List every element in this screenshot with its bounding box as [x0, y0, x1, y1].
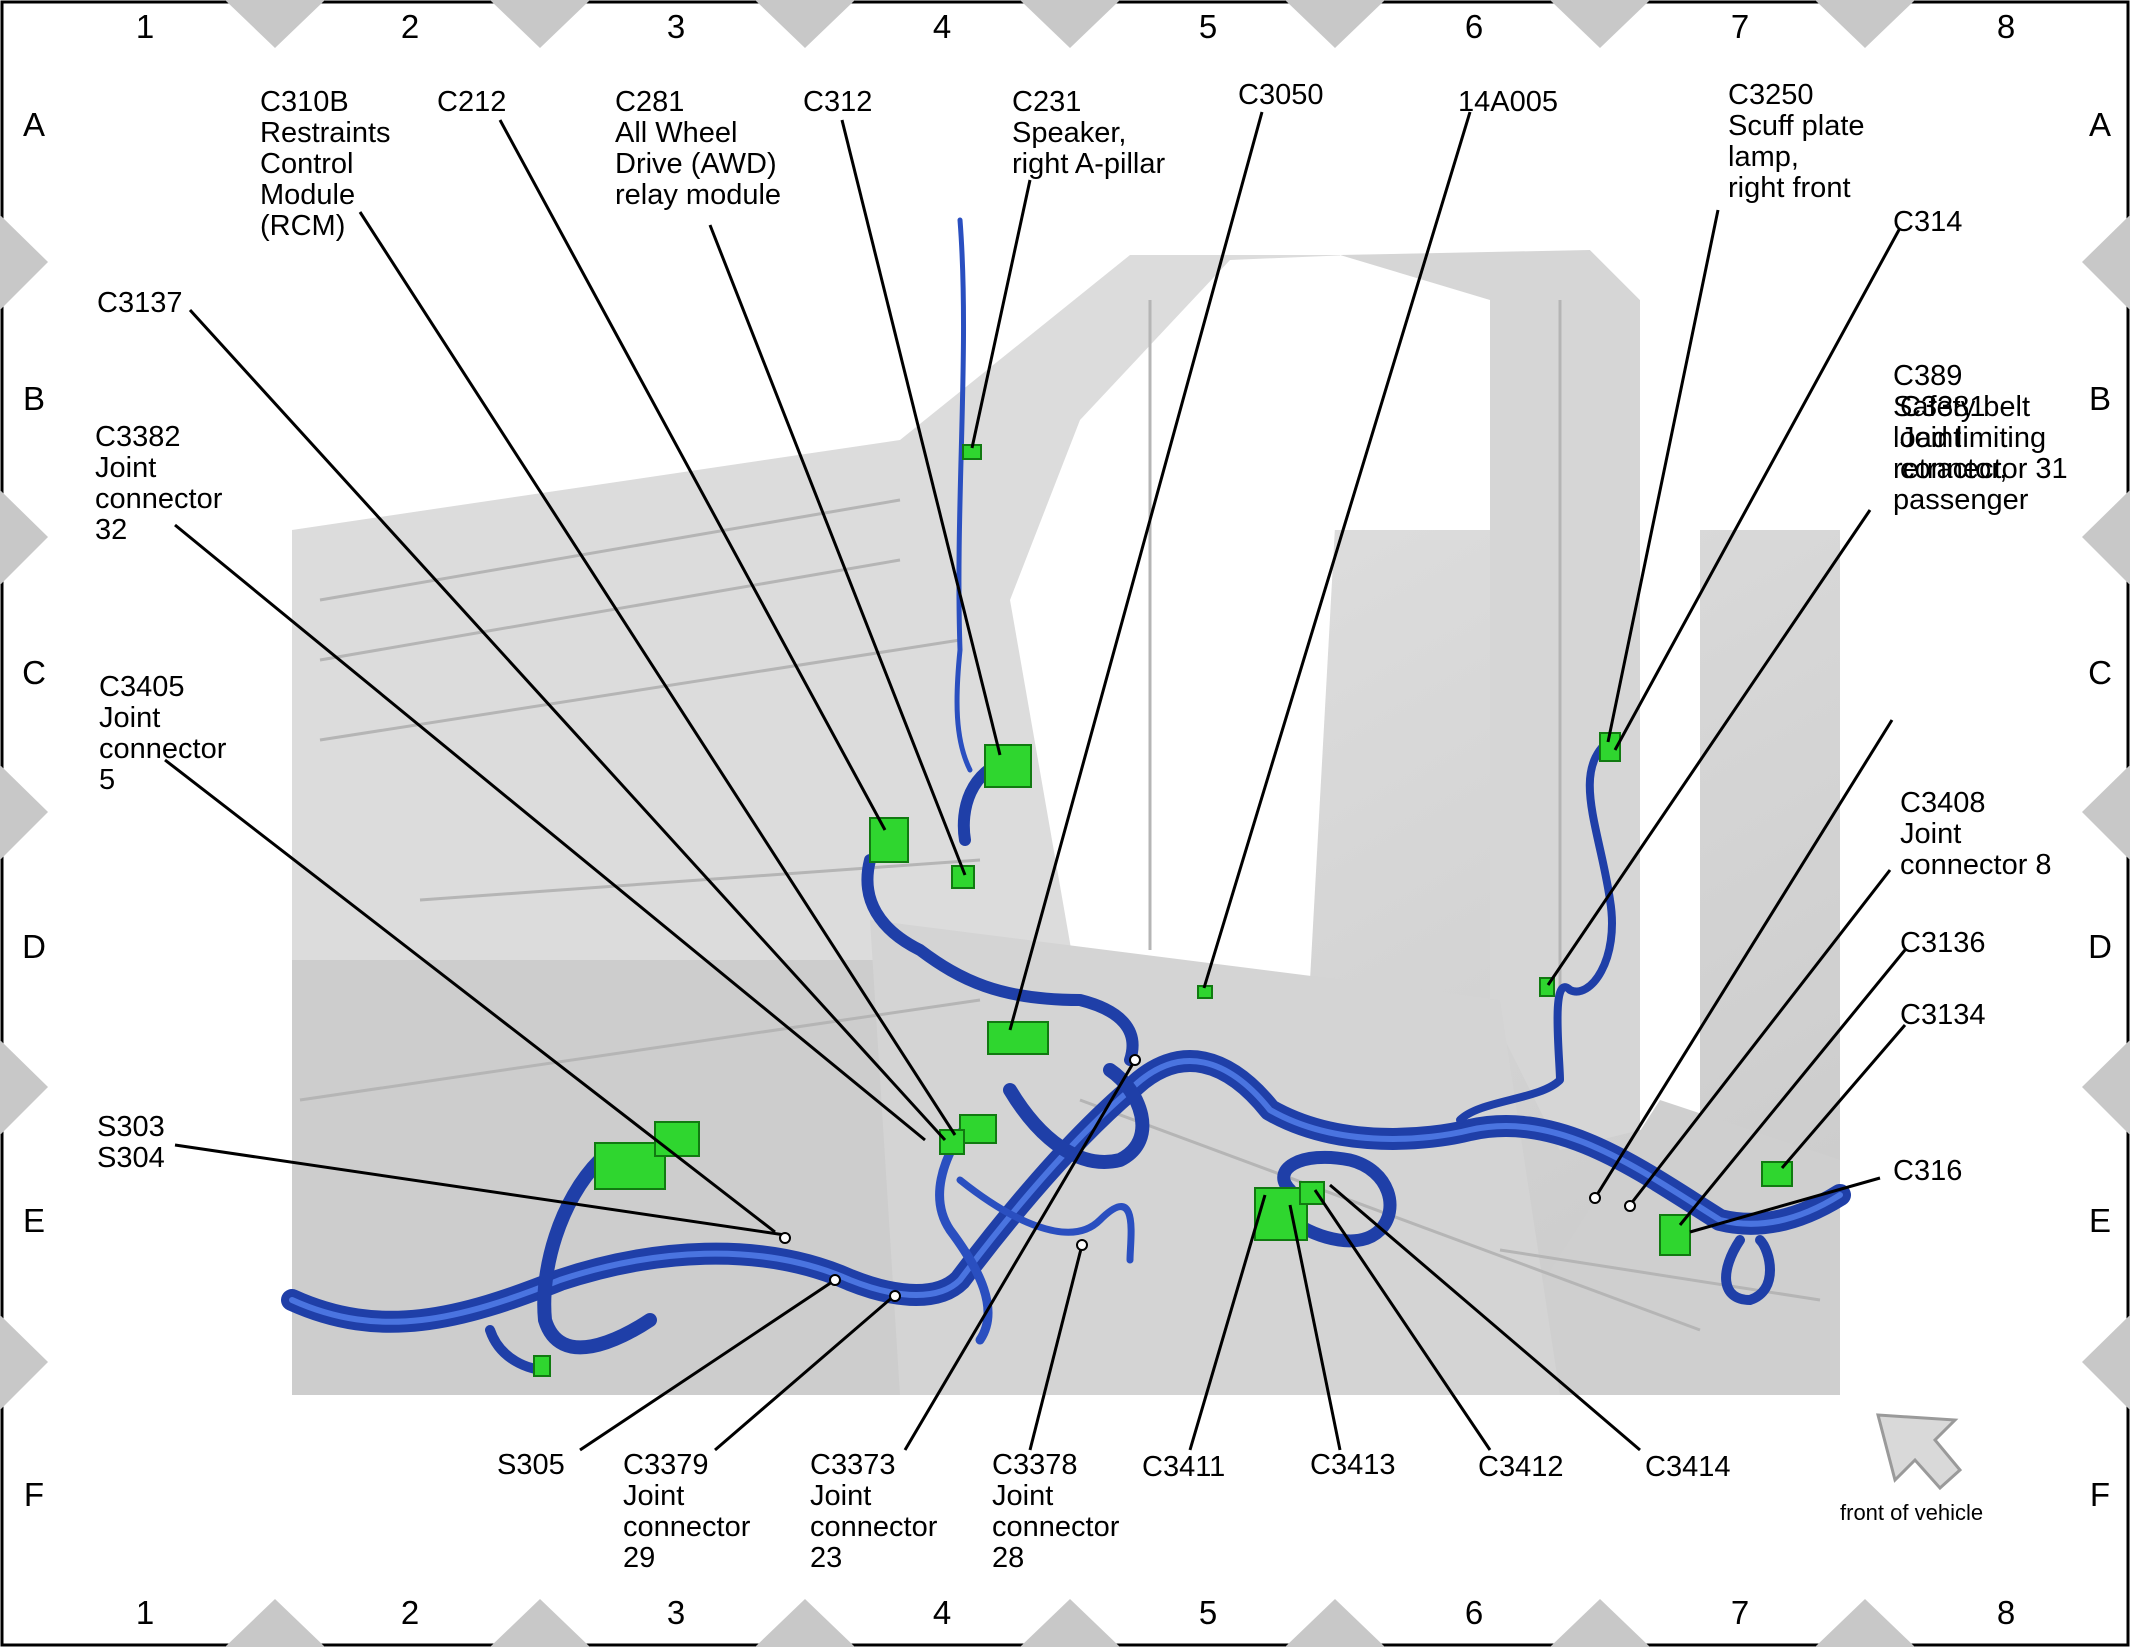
connectors — [533, 444, 1793, 1377]
grid-row-right-A: A — [2088, 106, 2111, 143]
label-c212: C212 — [437, 86, 507, 118]
grid-col-top-1: 1 — [135, 8, 155, 45]
label-s303-s304: S303 S304 — [97, 1111, 165, 1174]
grid-col-top-5: 5 — [1198, 8, 1218, 45]
label-c312: C312 — [803, 86, 873, 118]
label-c3412: C3412 — [1478, 1451, 1564, 1483]
label-c3378: C3378 Joint connector 28 — [992, 1449, 1120, 1574]
connector-bottom-left — [533, 1355, 551, 1377]
front-of-vehicle-caption: front of vehicle — [1840, 1500, 1984, 1525]
connector-c3136 — [1659, 1214, 1691, 1256]
grid-row-left-D: D — [22, 928, 46, 965]
grid-col-top-8: 8 — [1996, 8, 2016, 45]
leader-lines — [164, 111, 1907, 1452]
grid-col-bottom-5: 5 — [1198, 1594, 1218, 1631]
grid-row-right-C: C — [2088, 654, 2112, 691]
label-c314: C314 — [1893, 206, 1963, 238]
label-c3134: C3134 — [1900, 999, 1986, 1031]
grid-col-bottom-1: 1 — [135, 1594, 155, 1631]
grid-row-right-F: F — [2089, 1476, 2111, 1513]
grid-col-bottom-6: 6 — [1464, 1594, 1484, 1631]
grid-row-left-E: E — [22, 1202, 45, 1239]
grid-col-top-2: 2 — [400, 8, 420, 45]
connector-rcm — [959, 1114, 997, 1144]
grid-col-bottom-8: 8 — [1996, 1594, 2016, 1631]
label-c3381: C3381 Joint connector 31 — [1900, 391, 2068, 485]
label-c3136: C3136 — [1900, 927, 1986, 959]
grid-col-top-3: 3 — [666, 8, 686, 45]
label-14a005: 14A005 — [1458, 86, 1558, 118]
grid-row-right-E: E — [2088, 1202, 2111, 1239]
grid-row-left-A: A — [22, 106, 45, 143]
grid-row-left-F: F — [23, 1476, 45, 1513]
label-c3413: C3413 — [1310, 1449, 1396, 1481]
label-c3050: C3050 — [1238, 79, 1324, 111]
connector-c3412 — [1299, 1181, 1325, 1205]
grid-col-top-7: 7 — [1730, 8, 1750, 45]
connector-c3137 — [939, 1129, 965, 1155]
grid-row-right-B: B — [2088, 380, 2111, 417]
connector-c3411 — [1254, 1187, 1308, 1241]
label-c3405: C3405 Joint connector 5 — [99, 671, 227, 796]
label-c310b: C310B Restraints Control Module (RCM) — [260, 86, 391, 242]
label-c3373: C3373 Joint connector 23 — [810, 1449, 938, 1574]
connector-c312 — [984, 744, 1032, 788]
label-c231: C231 Speaker, right A-pillar — [1012, 86, 1166, 180]
connector-s304 — [654, 1121, 700, 1157]
label-c389: C389 Safety belt load limiting retractor… — [1893, 360, 2047, 516]
label-c316: C316 — [1893, 1155, 1963, 1187]
connector-c3050 — [987, 1021, 1049, 1055]
connector-s303 — [594, 1142, 666, 1190]
connector-c212 — [869, 817, 909, 863]
grid-col-bottom-7: 7 — [1730, 1594, 1750, 1631]
label-c281: C281 All Wheel Drive (AWD) relay module — [615, 86, 782, 211]
label-c3382: C3382 Joint connector 32 — [95, 421, 223, 546]
label-c3411: C3411 — [1142, 1451, 1226, 1483]
grid-col-bottom-4: 4 — [932, 1594, 952, 1631]
label-c3408: C3408 Joint connector 8 — [1900, 787, 2052, 881]
grid-col-top-6: 6 — [1464, 8, 1484, 45]
grid-row-right-D: D — [2088, 928, 2112, 965]
label-c3414: C3414 — [1645, 1451, 1731, 1483]
grid-row-left-C: C — [22, 654, 46, 691]
grid-row-left-B: B — [22, 380, 45, 417]
label-c3137: C3137 — [97, 287, 183, 319]
grid-col-bottom-2: 2 — [400, 1594, 420, 1631]
label-c3379: C3379 Joint connector 29 — [623, 1449, 751, 1574]
label-c3250: C3250 Scuff plate lamp, right front — [1728, 79, 1865, 204]
grid-col-bottom-3: 3 — [666, 1594, 686, 1631]
label-s305: S305 — [497, 1449, 565, 1481]
grid-col-top-4: 4 — [932, 8, 952, 45]
connector-c3134 — [1761, 1161, 1793, 1187]
front-of-vehicle-arrow-icon — [1876, 1413, 1963, 1491]
splice-markers — [779, 1054, 1636, 1302]
